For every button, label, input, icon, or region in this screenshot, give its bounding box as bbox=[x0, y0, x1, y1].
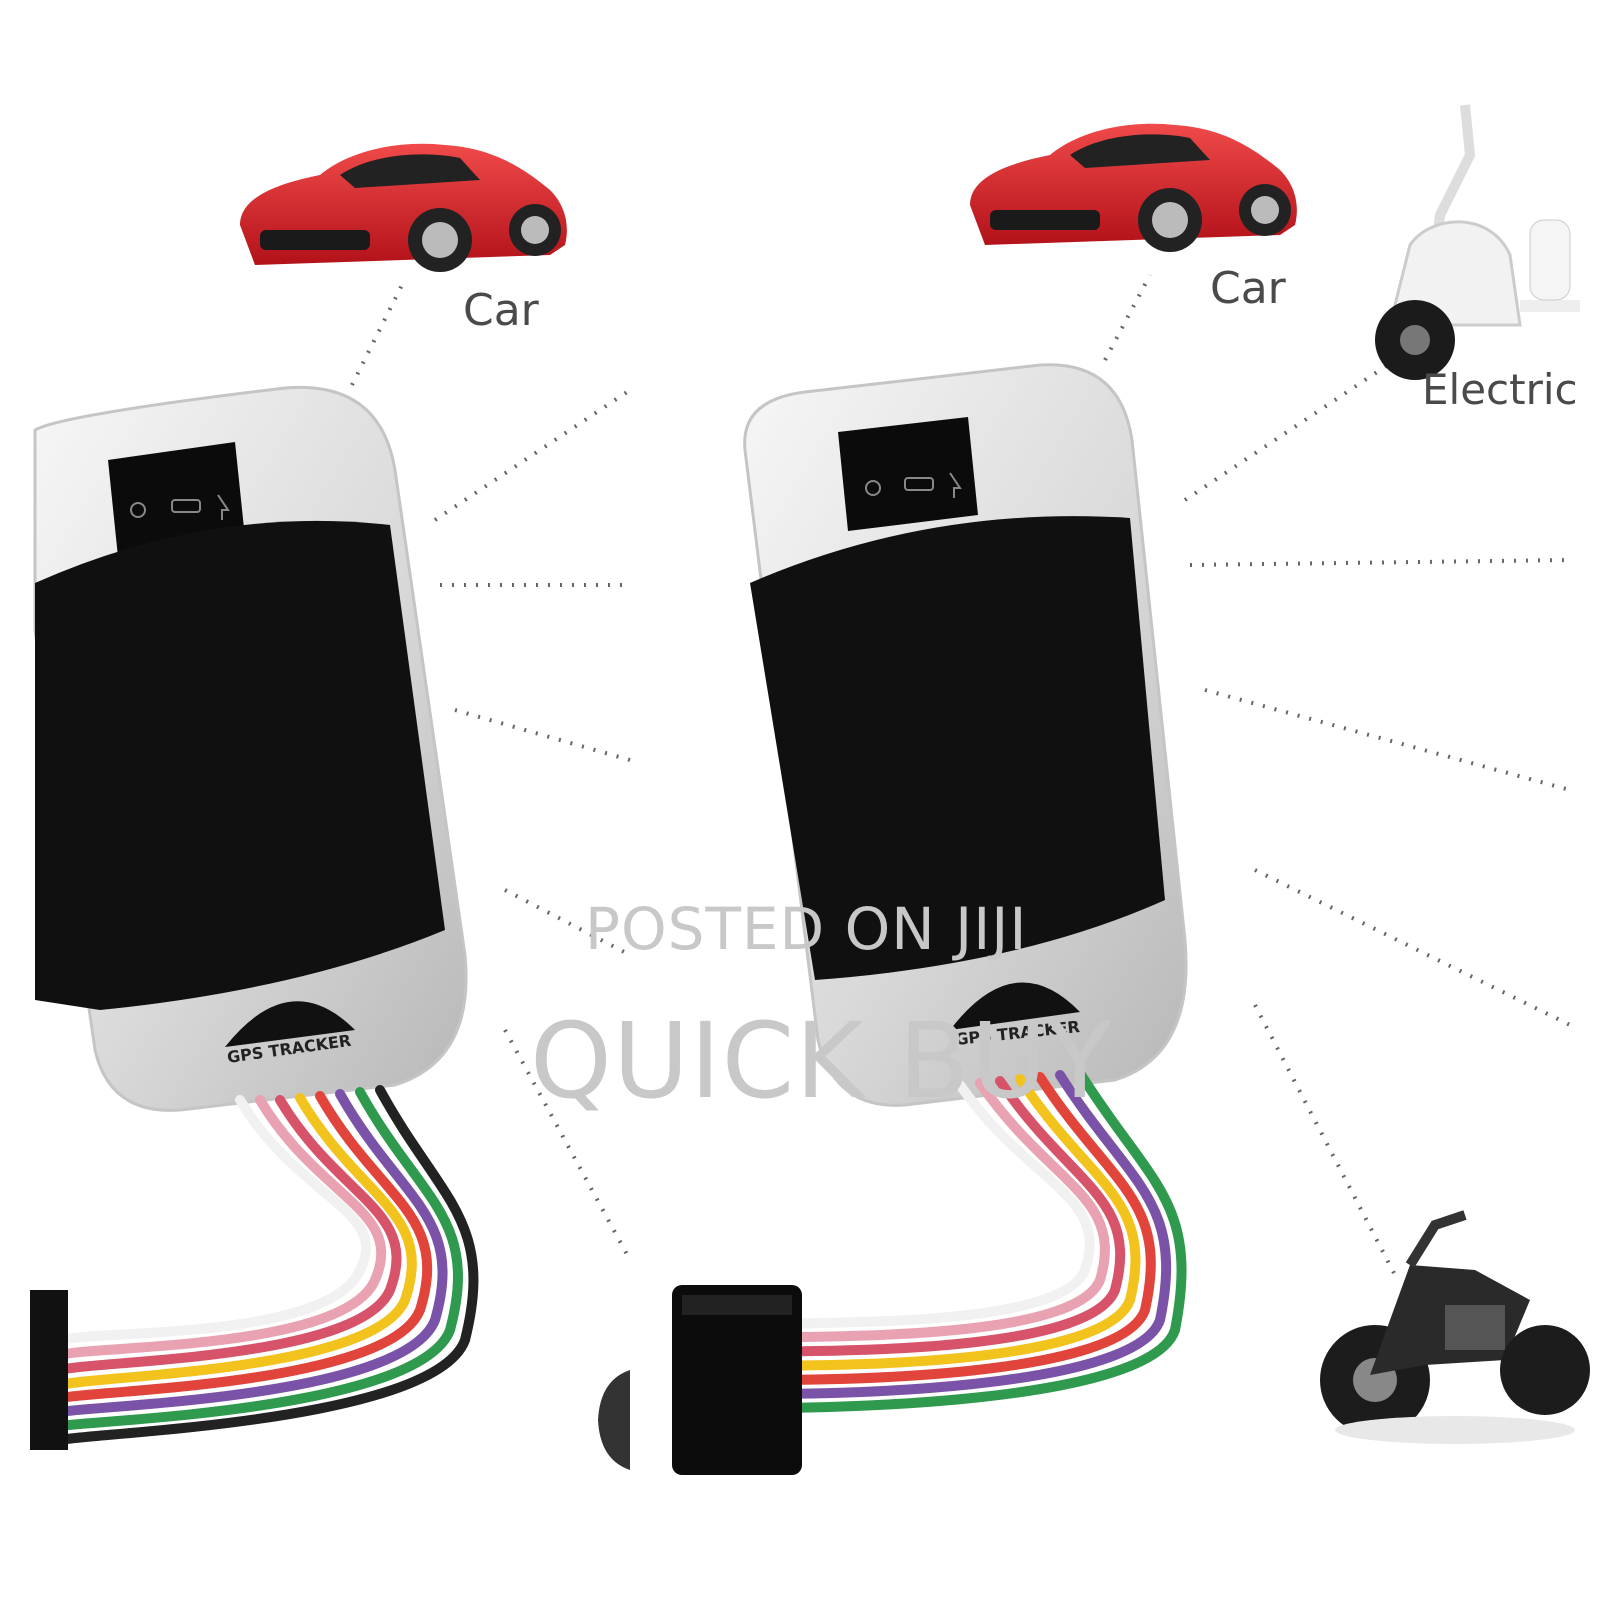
scooter-label: Electric bbox=[1422, 365, 1578, 414]
connector-icon bbox=[672, 1285, 802, 1475]
wire-harness-icon bbox=[55, 1085, 479, 1445]
gps-tracker-device-icon: GPS TRACKER bbox=[743, 363, 1188, 1107]
wire-harness-icon bbox=[755, 1068, 1187, 1413]
car-icon bbox=[970, 123, 1297, 252]
connector-icon bbox=[30, 1290, 68, 1450]
motorcycle-icon bbox=[1320, 1210, 1590, 1444]
right-connector-lines bbox=[1103, 274, 1571, 1276]
watermark-line2: QUICK BUY bbox=[530, 1000, 1113, 1122]
gps-tracker-device-icon: GPS TRACKER bbox=[33, 385, 468, 1112]
right-car-label: Car bbox=[1210, 263, 1286, 314]
left-car-label: Car bbox=[463, 285, 539, 336]
watermark-line1: POSTED ON JIJI bbox=[585, 895, 1028, 963]
electric-scooter-icon bbox=[1375, 104, 1580, 380]
motorcycle-wheel-partial bbox=[598, 1370, 630, 1470]
car-icon bbox=[240, 143, 567, 272]
